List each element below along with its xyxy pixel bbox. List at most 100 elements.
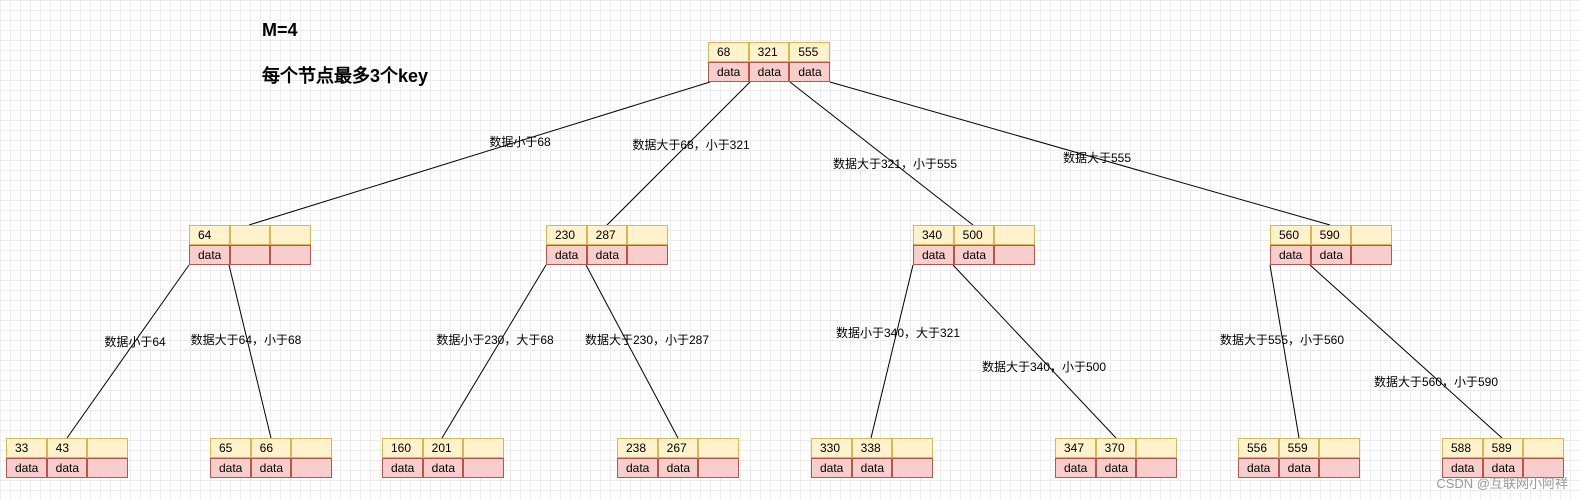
key-cell <box>1523 438 1564 458</box>
node-230: 230 287 data data <box>546 225 668 265</box>
edge-label: 数据小于340，大于321 <box>835 326 961 340</box>
leaf-node-160-201: 160 201 data data <box>382 438 504 478</box>
key-cell: 330 <box>811 438 852 458</box>
data-cell <box>87 458 128 478</box>
data-cell: data <box>1442 458 1483 478</box>
data-cell: data <box>851 458 893 478</box>
edge-label: 数据大于555，小于560 <box>1219 333 1345 347</box>
node-64: 64 data <box>189 225 311 265</box>
edge-label: 数据小于68 <box>489 135 551 149</box>
key-cell <box>87 438 128 458</box>
edge-label: 数据大于560，小于590 <box>1373 375 1499 389</box>
edge-n64-l1 <box>66 264 190 439</box>
diagram-title: M=4 <box>262 20 298 40</box>
data-cell <box>994 245 1035 265</box>
key-cell: 588 <box>1442 438 1483 458</box>
edge-n340-l5 <box>870 264 914 439</box>
key-cell: 590 <box>1310 225 1352 245</box>
data-cell <box>463 458 504 478</box>
edge-root-n340 <box>789 81 974 226</box>
key-cell: 238 <box>617 438 658 458</box>
data-cell: data <box>1238 458 1279 478</box>
key-cell: 230 <box>546 225 587 245</box>
data-cell <box>270 245 311 265</box>
data-cell: data <box>913 245 954 265</box>
key-cell: 43 <box>46 438 88 458</box>
edge-label: 数据大于230，小于287 <box>584 333 710 347</box>
data-cell: data <box>189 245 230 265</box>
edge-root-n560 <box>829 81 1331 226</box>
key-cell: 560 <box>1270 225 1311 245</box>
key-cell: 160 <box>382 438 423 458</box>
leaf-node-588-589: 588 589 data data <box>1442 438 1564 478</box>
edge-label: 数据小于64 <box>104 335 166 349</box>
data-cell <box>1319 458 1360 478</box>
key-cell: 559 <box>1278 438 1320 458</box>
key-cell: 500 <box>953 225 995 245</box>
data-cell <box>698 458 739 478</box>
data-cell: data <box>657 458 699 478</box>
data-cell: data <box>1095 458 1137 478</box>
data-cell: data <box>748 62 790 82</box>
key-cell <box>627 225 668 245</box>
data-cell <box>1351 245 1392 265</box>
data-cell <box>1523 458 1564 478</box>
leaf-node-330-338: 330 338 data data <box>811 438 933 478</box>
edge-n230-l3 <box>441 264 547 439</box>
key-cell <box>229 225 271 245</box>
key-cell: 556 <box>1238 438 1279 458</box>
key-cell: 66 <box>250 438 292 458</box>
key-cell: 64 <box>189 225 230 245</box>
data-cell: data <box>617 458 658 478</box>
key-cell: 338 <box>851 438 893 458</box>
data-cell: data <box>382 458 423 478</box>
data-cell <box>1136 458 1177 478</box>
key-cell: 267 <box>657 438 699 458</box>
key-cell <box>1136 438 1177 458</box>
data-cell: data <box>210 458 251 478</box>
edge-label: 数据大于64，小于68 <box>190 333 302 347</box>
data-cell: data <box>811 458 852 478</box>
leaf-node-556-559: 556 559 data data <box>1238 438 1360 478</box>
key-cell: 589 <box>1482 438 1524 458</box>
data-cell: data <box>1055 458 1096 478</box>
data-cell <box>291 458 332 478</box>
node-root: 68 321 555 data data data <box>708 42 830 82</box>
edge-label: 数据小于230，大于68 <box>436 333 554 347</box>
node-340: 340 500 data data <box>913 225 1035 265</box>
key-cell <box>1319 438 1360 458</box>
key-cell: 321 <box>748 42 790 62</box>
edge-n230-l4 <box>585 264 679 439</box>
key-cell: 68 <box>708 42 749 62</box>
key-cell <box>892 438 933 458</box>
diagram-subtitle: 每个节点最多3个key <box>262 66 429 86</box>
edge-label: 数据大于555 <box>1062 151 1132 165</box>
data-cell: data <box>46 458 88 478</box>
edge-root-n64 <box>248 81 711 226</box>
edge-label: 数据大于340，小于500 <box>981 360 1107 374</box>
data-cell: data <box>1278 458 1320 478</box>
data-cell: data <box>1482 458 1524 478</box>
data-cell: data <box>1270 245 1311 265</box>
key-cell <box>994 225 1035 245</box>
key-cell <box>463 438 504 458</box>
data-cell: data <box>250 458 292 478</box>
key-cell: 370 <box>1095 438 1137 458</box>
node-560: 560 590 data data <box>1270 225 1392 265</box>
data-cell: data <box>586 245 628 265</box>
data-cell: data <box>708 62 749 82</box>
data-cell: data <box>953 245 995 265</box>
leaf-node-347-370: 347 370 data data <box>1055 438 1177 478</box>
data-cell: data <box>1310 245 1352 265</box>
key-cell <box>1351 225 1392 245</box>
edge-label: 数据大于68，小于321 <box>632 138 750 152</box>
edge-n560-l8 <box>1309 264 1503 439</box>
data-cell: data <box>422 458 464 478</box>
key-cell: 287 <box>586 225 628 245</box>
watermark: CSDN @互联网小阿祥 <box>1436 476 1568 491</box>
data-cell <box>229 245 271 265</box>
data-cell: data <box>6 458 47 478</box>
key-cell: 340 <box>913 225 954 245</box>
